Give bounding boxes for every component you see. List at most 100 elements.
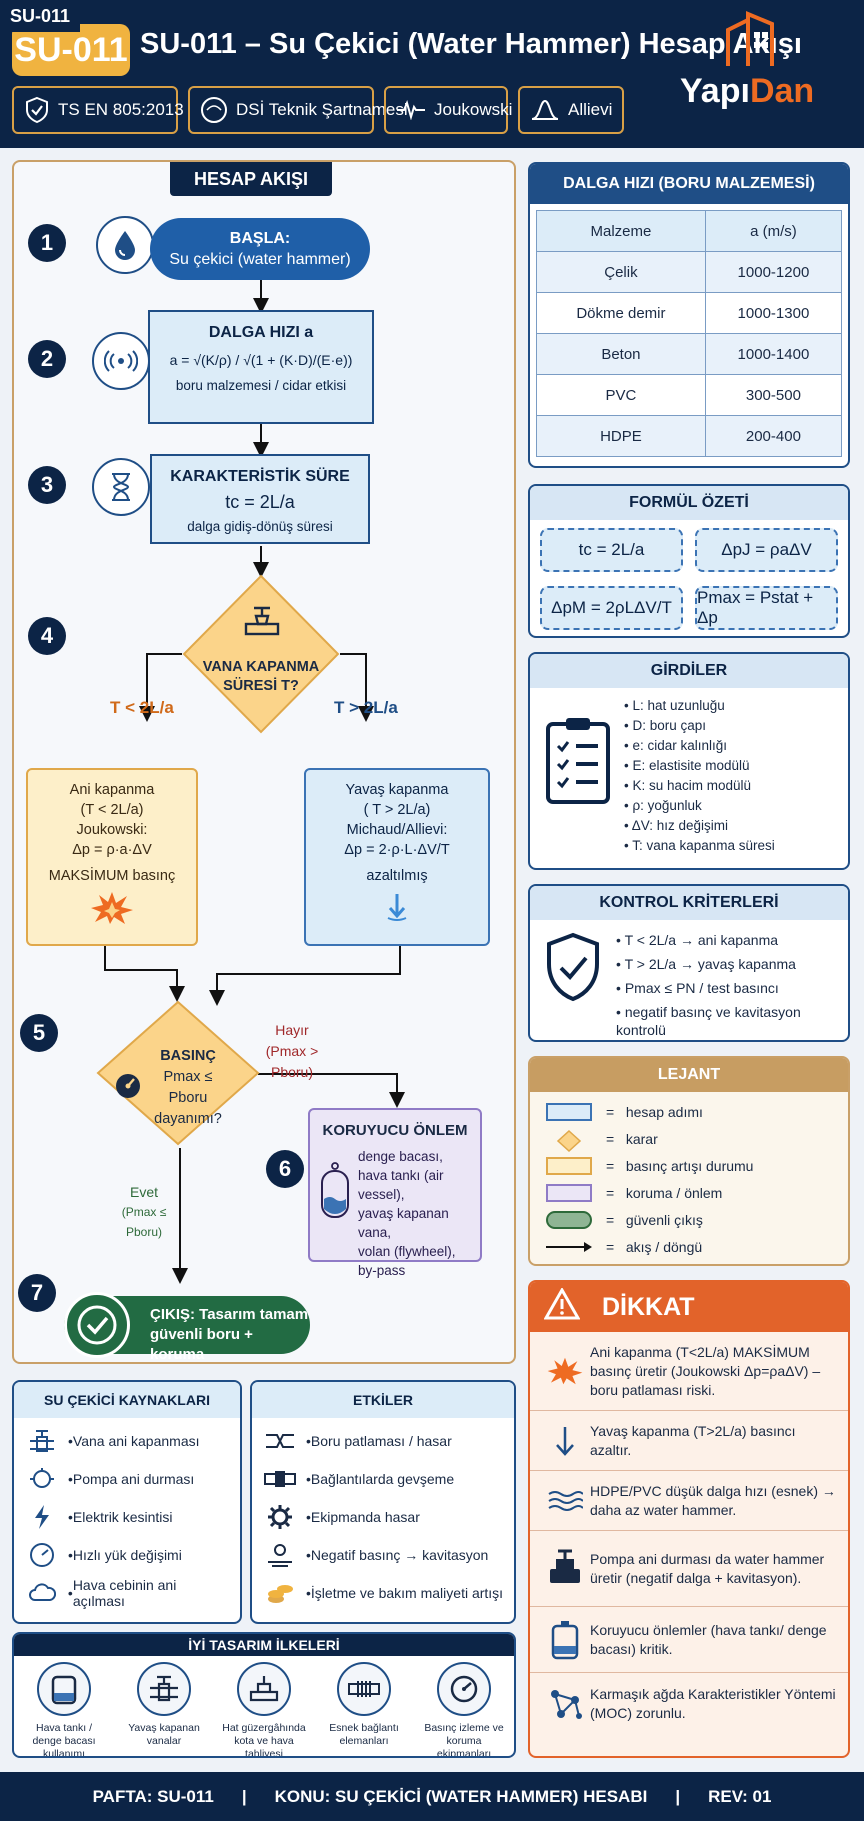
tank-icon (37, 1662, 91, 1716)
network-nodes-icon (540, 1686, 590, 1722)
list-item: • Hızlı yük değişimi (22, 1536, 232, 1574)
sources-card: SU ÇEKİCİ KAYNAKLARI • Vana ani kapanmas… (12, 1380, 242, 1624)
effects-title: ETKİLER (252, 1382, 514, 1418)
protection-box: KORUYUCU ÖNLEM denge bacası,hava tankı (… (308, 1108, 482, 1278)
slow-closure-box: Yavaş kapanma( T > 2L/a)Michaud/Allievi:… (304, 768, 490, 946)
formula-card: FORMÜL ÖZETİ tc = 2L/a ΔpJ = ρaΔV ΔpM = … (528, 484, 850, 638)
legend-item: = karar (546, 1125, 848, 1152)
list-item: • Ekipmanda hasar (260, 1498, 506, 1536)
formula-pmax: Pmax = Pstat + Δp (695, 586, 838, 630)
tip-item: Yavaş kapanan vanalar (122, 1662, 206, 1756)
pressure-gauge-icon (437, 1662, 491, 1716)
sources-title: SU ÇEKİCİ KAYNAKLARI (14, 1382, 240, 1418)
down-arrow-drop-icon (306, 892, 488, 928)
footer-sheet: PAFTA: SU-011 (92, 1786, 214, 1806)
step-number-3: 3 (28, 466, 66, 504)
pipe-joint-icon (260, 1469, 300, 1489)
list-item: • Elektrik kesintisi (22, 1498, 232, 1536)
list-item: • Vana ani kapanması (22, 1422, 232, 1460)
list-item: • Negatif basınç → kavitasyon (260, 1536, 506, 1574)
legend-item: = akış / döngü (546, 1233, 848, 1260)
list-item: • Boru patlaması / hasar (260, 1422, 506, 1460)
step-number-4: 4 (28, 617, 66, 655)
broken-pipe-icon (260, 1431, 300, 1451)
formula-joukowski: ΔpJ = ρaΔV (695, 528, 838, 572)
list-item: • İşletme ve bakım maliyeti artışı (260, 1574, 506, 1612)
pressure-gauge-icon (114, 1072, 142, 1105)
legend-item: = basınç artışı durumu (546, 1152, 848, 1179)
standard-allievi: Allievi (518, 86, 624, 134)
list-item: • Hava cebinin ani açılması (22, 1574, 232, 1612)
tip-item: Hava tankı / denge bacası kullanımı (22, 1662, 106, 1756)
bell-curve-icon (530, 95, 560, 125)
step-number-1: 1 (28, 224, 66, 262)
warning-item: Koruyucu önlemler (hava tankı/ denge bac… (530, 1606, 848, 1672)
footer-revision: REV: 01 (708, 1786, 772, 1806)
step-number-7: 7 (18, 1274, 56, 1312)
cavitation-icon (260, 1542, 300, 1568)
standard-joukowski: Joukowski (384, 86, 512, 134)
step-number-2: 2 (28, 340, 66, 378)
inputs-title: GİRDİLER (530, 654, 848, 688)
gauge-icon (22, 1542, 62, 1568)
flow-title: HESAP AKIŞI (170, 162, 332, 196)
flexible-joint-icon (337, 1662, 391, 1716)
warning-item: Pompa ani durması da water hammer üretir… (530, 1530, 848, 1606)
footer-topic: KONU: SU ÇEKİCİ (WATER HAMMER) HESABI (274, 1786, 648, 1806)
wave-speed-title: DALGA HIZI (BORU MALZEMESİ) (530, 164, 848, 204)
warning-item: HDPE/PVC düşük dalga hızı (esnek) → daha… (530, 1470, 848, 1530)
yes-branch-label: Evet(Pmax ≤ Pboru) (121, 1184, 167, 1239)
legend-item: = güvenli çıkış (546, 1206, 848, 1233)
warning-title: DİKKAT (530, 1282, 848, 1332)
pressure-decision-diamond (96, 1000, 260, 1146)
tip-item: Esnek bağlantı elemanları (322, 1662, 406, 1756)
hourglass-icon (92, 458, 150, 516)
shield-check-icon (24, 95, 50, 125)
air-tank-icon (540, 1620, 590, 1660)
control-title: KONTROL KRİTERLERİ (530, 886, 848, 920)
legend-title: LEJANT (530, 1058, 848, 1092)
pulse-wave-icon (396, 95, 426, 125)
formula-tc: tc = 2L/a (540, 528, 683, 572)
arrow-right-icon (546, 1238, 592, 1256)
pump-icon (22, 1467, 62, 1491)
design-tips-card: İYİ TASARIM İLKELERİ Hava tankı / denge … (12, 1632, 516, 1758)
dsi-logo-icon (200, 95, 228, 125)
water-drop-icon (96, 216, 154, 274)
air-cloud-icon (22, 1582, 62, 1604)
standard-dsi: DSİ Teknik Şartnamesi (188, 86, 408, 134)
fast-branch-label: T < 2L/a (110, 698, 174, 717)
explosion-icon (28, 890, 196, 932)
step-number-5: 5 (20, 1014, 58, 1052)
wave-signal-icon (92, 332, 150, 390)
check-circle-icon (64, 1292, 130, 1358)
sheet-tag: SU-011 (0, 0, 81, 32)
footer-bar: PAFTA: SU-011 | KONU: SU ÇEKİCİ (WATER H… (0, 1772, 864, 1821)
design-tips-title: İYİ TASARIM İLKELERİ (14, 1634, 514, 1656)
page-title: SU-011 – Su Çekici (Water Hammer) Hesap … (140, 28, 802, 60)
warning-item: Ani kapanma (T<2L/a) MAKSİMUM basınç üre… (530, 1332, 848, 1410)
clipboard-icon (544, 696, 624, 856)
lightning-icon (22, 1504, 62, 1530)
shield-check-icon (544, 928, 616, 1039)
characteristic-time-step: KARAKTERİSTİK SÜRE tc = 2L/a dalga gidiş… (150, 454, 370, 544)
valve-icon (22, 1429, 62, 1453)
sheet-badge: SU-011 (12, 24, 130, 76)
warning-triangle-icon (543, 1286, 581, 1327)
legend-item: = hesap adımı (546, 1098, 848, 1125)
list-item: • Bağlantılarda gevşeme (260, 1460, 506, 1498)
arrow-down-icon (540, 1425, 590, 1457)
air-vessel-icon (318, 1147, 352, 1280)
coins-icon (260, 1581, 300, 1605)
header-bar (0, 0, 864, 148)
valve-icon (137, 1662, 191, 1716)
company-logo-text: YapıDan (680, 72, 815, 110)
